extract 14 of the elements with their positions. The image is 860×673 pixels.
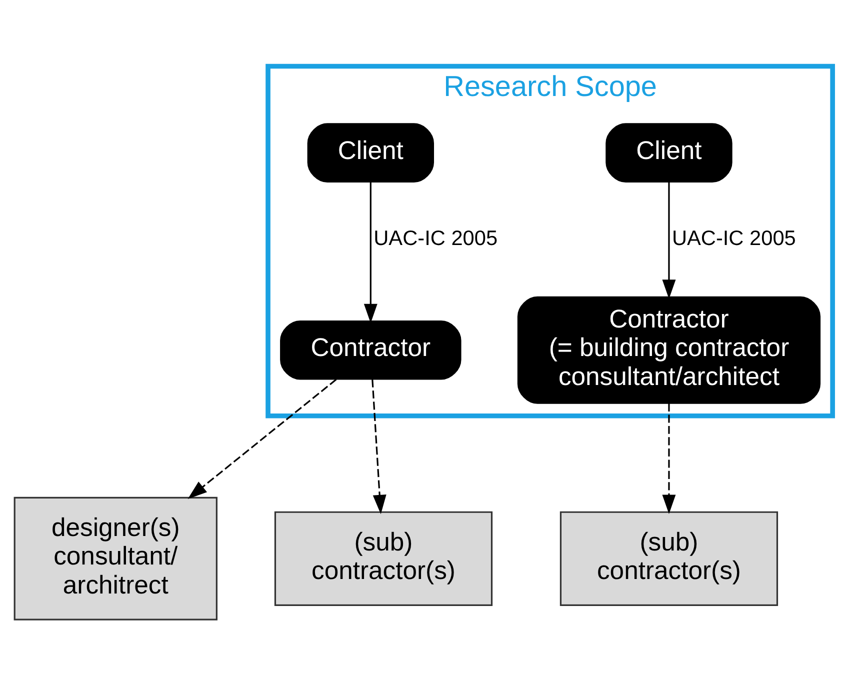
arrow	[372, 379, 386, 514]
node-box: (sub) contractor(s)	[560, 511, 778, 606]
node-box: designer(s) consultant/ architrect	[14, 496, 218, 620]
node-box: Client	[606, 123, 732, 183]
arrow	[662, 404, 676, 514]
arrow	[188, 378, 337, 499]
edge-label: UAC-IC 2005	[374, 226, 498, 250]
arrow	[662, 182, 676, 299]
arrow	[364, 182, 378, 324]
node-box: Contractor	[280, 320, 462, 380]
node-box: (sub) contractor(s)	[274, 511, 493, 606]
node-box: Contractor (= building contractor consultant/architect	[517, 296, 821, 404]
node-box: Client	[307, 123, 434, 183]
edge-label: UAC-IC 2005	[672, 226, 796, 250]
